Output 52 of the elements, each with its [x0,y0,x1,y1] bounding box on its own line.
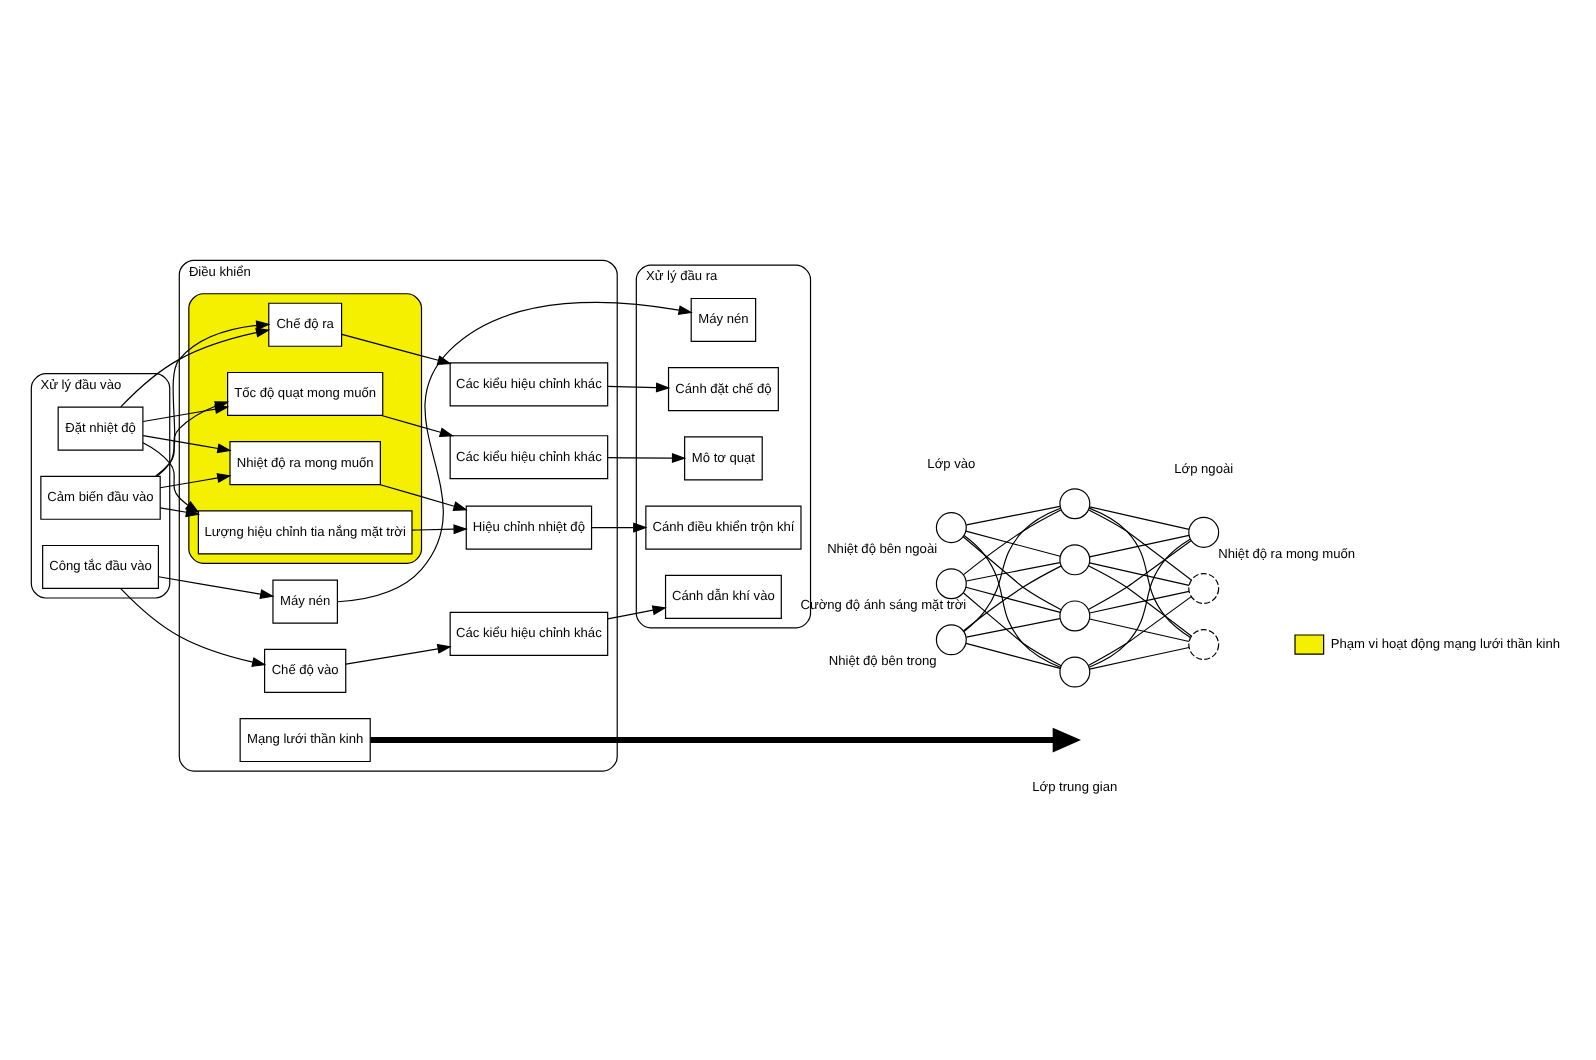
arrow [607,605,667,620]
arrow [120,327,271,408]
connector [965,505,1061,526]
connector [1088,507,1191,639]
connector [1088,590,1190,614]
node-circle [1059,656,1091,688]
connector [1088,646,1190,670]
arrow [337,301,693,603]
arrow [607,382,671,393]
connector [1088,565,1192,637]
connector [965,530,1061,557]
connector [963,534,1062,668]
node-circle [1059,544,1091,576]
node-circle [1059,600,1091,632]
arrow [370,727,1081,753]
arrow [142,435,232,454]
arrow [381,414,455,438]
connector [1087,540,1192,611]
connector [1088,562,1190,587]
node-circle [1188,516,1220,548]
arrow [120,588,267,667]
node-circle [1188,572,1220,604]
connector [965,618,1061,638]
arrow [156,320,271,477]
arrow [158,576,275,600]
connector [965,561,1061,582]
node-circle [935,624,967,656]
connector [963,509,1062,576]
connector [1088,506,1190,530]
arrow [411,524,468,535]
connector [962,536,1062,611]
cluster [188,293,423,564]
arrow [345,643,452,665]
arrow [159,473,232,489]
connector [1088,538,1191,668]
connector [962,592,1062,667]
arrow [591,522,648,533]
connector [963,565,1062,632]
node-circle [1188,629,1220,661]
connector [963,507,1062,633]
arrow [159,507,201,518]
arrow [607,453,687,464]
node-circle [935,512,967,544]
connector [1088,618,1190,643]
connector [1088,534,1190,558]
connector [1087,596,1192,667]
connector [965,642,1061,669]
connector [965,586,1061,613]
node-circle [1059,488,1091,520]
connector [1088,509,1192,581]
node-circle [935,568,967,600]
arrow [379,484,468,511]
